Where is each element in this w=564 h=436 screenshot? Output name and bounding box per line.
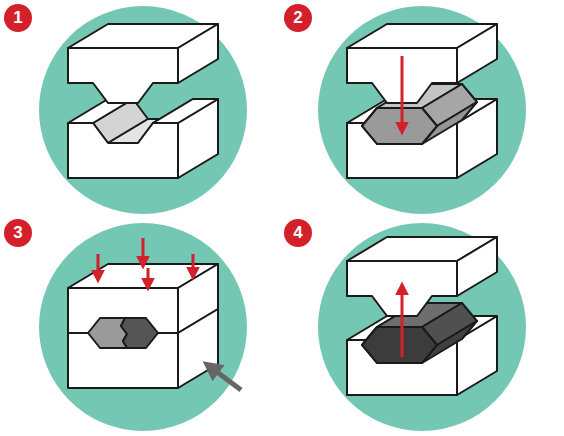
lower-die <box>347 316 497 395</box>
upper-die <box>347 24 497 103</box>
part-front <box>362 108 437 144</box>
flow-arrow <box>209 366 241 390</box>
loading-die <box>347 24 497 178</box>
open-die <box>68 24 218 178</box>
part-front <box>362 327 437 363</box>
panel-circle <box>39 223 247 431</box>
callout-number: 2 <box>284 4 312 32</box>
motion-arrow <box>401 287 404 357</box>
pressure-arrow <box>97 254 100 278</box>
upper-die <box>347 237 497 316</box>
callout-number: 4 <box>284 219 312 247</box>
part-blank-section <box>88 318 127 348</box>
upper-die-raised <box>347 237 497 316</box>
lower-die <box>347 99 497 178</box>
pressure-arrow <box>192 254 195 275</box>
panel-circle <box>318 223 526 431</box>
panel-circle <box>318 6 526 214</box>
die-side-face <box>178 309 218 388</box>
ejecting-die <box>347 237 497 395</box>
lower-die <box>68 99 218 178</box>
pressure-arrow <box>147 268 150 286</box>
closed-die <box>68 238 241 390</box>
panel-circle <box>39 6 247 214</box>
pressure-arrow <box>142 238 145 264</box>
callout-number: 3 <box>4 219 32 247</box>
part-formed-section <box>121 318 158 348</box>
upper-die <box>68 24 218 103</box>
motion-arrow <box>401 56 404 130</box>
callout-number: 1 <box>4 4 32 32</box>
